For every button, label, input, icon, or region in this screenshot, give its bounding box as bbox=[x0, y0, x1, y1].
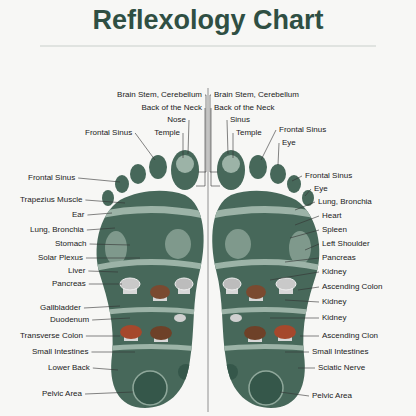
organ-label: Lung, Bronchia bbox=[318, 197, 372, 207]
title-rule bbox=[40, 46, 376, 47]
organ-label: Left Shoulder bbox=[322, 239, 370, 249]
organ-label: Pelvic Area bbox=[42, 389, 82, 399]
left-foot bbox=[90, 150, 215, 408]
organ-label: Eye bbox=[314, 184, 328, 194]
leader-line bbox=[135, 133, 155, 160]
leader-line bbox=[87, 228, 115, 230]
leader-line bbox=[183, 133, 184, 158]
leader-line bbox=[292, 176, 302, 181]
leader-line bbox=[227, 120, 228, 154]
leader-line bbox=[295, 202, 315, 210]
organ-label: Solar Plexus bbox=[38, 253, 83, 263]
organ-label: Nose bbox=[167, 115, 186, 125]
leader-line bbox=[298, 287, 319, 290]
leader-line bbox=[85, 392, 133, 394]
right-foot bbox=[201, 150, 326, 408]
organ-label: Kidney bbox=[322, 313, 346, 323]
organ-label: Frontal Sinus bbox=[28, 173, 75, 183]
organ-label: Pancreas bbox=[52, 279, 86, 289]
organ-label: Pelvic Area bbox=[312, 391, 352, 401]
organ-label: Back of the Neck bbox=[214, 103, 274, 113]
organ-label: Eye bbox=[282, 138, 296, 148]
organ-label: Sinus bbox=[230, 115, 250, 125]
leader-line bbox=[86, 258, 140, 259]
leader-line bbox=[84, 306, 120, 308]
leader-line bbox=[285, 300, 319, 302]
organ-label: Lung, Bronchia bbox=[30, 225, 84, 235]
leader-line bbox=[261, 130, 276, 160]
leader-line bbox=[290, 230, 319, 238]
organ-label: Liver bbox=[68, 266, 85, 276]
organ-label: Small Intestines bbox=[32, 347, 88, 357]
chart-title: Reflexology Chart bbox=[0, 3, 416, 37]
leader-line bbox=[278, 143, 279, 165]
leader-line bbox=[88, 271, 118, 272]
organ-label: Frontal Sinus bbox=[85, 128, 132, 138]
organ-label: Sciatic Nerve bbox=[318, 363, 365, 373]
leader-line bbox=[285, 258, 319, 262]
organ-label: Pancreas bbox=[322, 253, 356, 263]
leader-line bbox=[305, 244, 319, 250]
organ-label: Stomach bbox=[55, 239, 87, 249]
organ-label: Heart bbox=[322, 211, 342, 221]
organ-label: Kidney bbox=[322, 297, 346, 307]
organ-label: Frontal Sinus bbox=[305, 171, 352, 181]
organ-label: Spleen bbox=[322, 225, 347, 235]
organ-label: Lower Back bbox=[48, 363, 90, 373]
organ-label: Frontal Sinus bbox=[279, 125, 326, 135]
center-divider bbox=[208, 88, 209, 412]
leader-line bbox=[295, 216, 319, 225]
organ-label: Gallbladder bbox=[40, 303, 81, 313]
leader-line bbox=[78, 178, 120, 182]
leader-line bbox=[233, 133, 234, 158]
leader-line bbox=[92, 318, 130, 320]
organ-label: Transverse Colon bbox=[20, 331, 83, 341]
leader-line bbox=[188, 120, 189, 154]
leader-line bbox=[300, 336, 319, 337]
organ-label: Temple bbox=[236, 128, 262, 138]
organ-label: Ascending Colon bbox=[322, 282, 382, 292]
leader-line bbox=[270, 318, 319, 319]
leader-line bbox=[87, 213, 112, 215]
organ-label: Duodenum bbox=[50, 315, 89, 325]
organ-label: Ear bbox=[72, 210, 84, 220]
leader-line bbox=[305, 189, 311, 196]
leader-line bbox=[91, 352, 135, 353]
organ-label: Back of the Neck bbox=[142, 103, 202, 113]
leader-line bbox=[85, 200, 125, 203]
organ-label: Trapezius Muscle bbox=[20, 195, 82, 205]
leader-line bbox=[280, 392, 309, 396]
leader-line bbox=[86, 336, 120, 337]
leader-line bbox=[211, 108, 220, 186]
leader-line bbox=[93, 368, 118, 370]
leader-line bbox=[270, 272, 319, 280]
leader-line bbox=[90, 244, 130, 245]
organ-label: Kidney bbox=[322, 267, 346, 277]
organ-label: Brain Stem, Cerebellum bbox=[214, 90, 299, 100]
organ-label: Temple bbox=[154, 128, 180, 138]
leader-line bbox=[89, 284, 122, 285]
leader-line bbox=[298, 368, 315, 369]
leader-line bbox=[285, 352, 309, 353]
organ-label: Brain Stem, Cerebellum bbox=[117, 90, 202, 100]
organ-label: Small Intestines bbox=[312, 347, 368, 357]
organ-label: Ascending Clon bbox=[322, 331, 378, 341]
leader-line bbox=[196, 108, 205, 186]
